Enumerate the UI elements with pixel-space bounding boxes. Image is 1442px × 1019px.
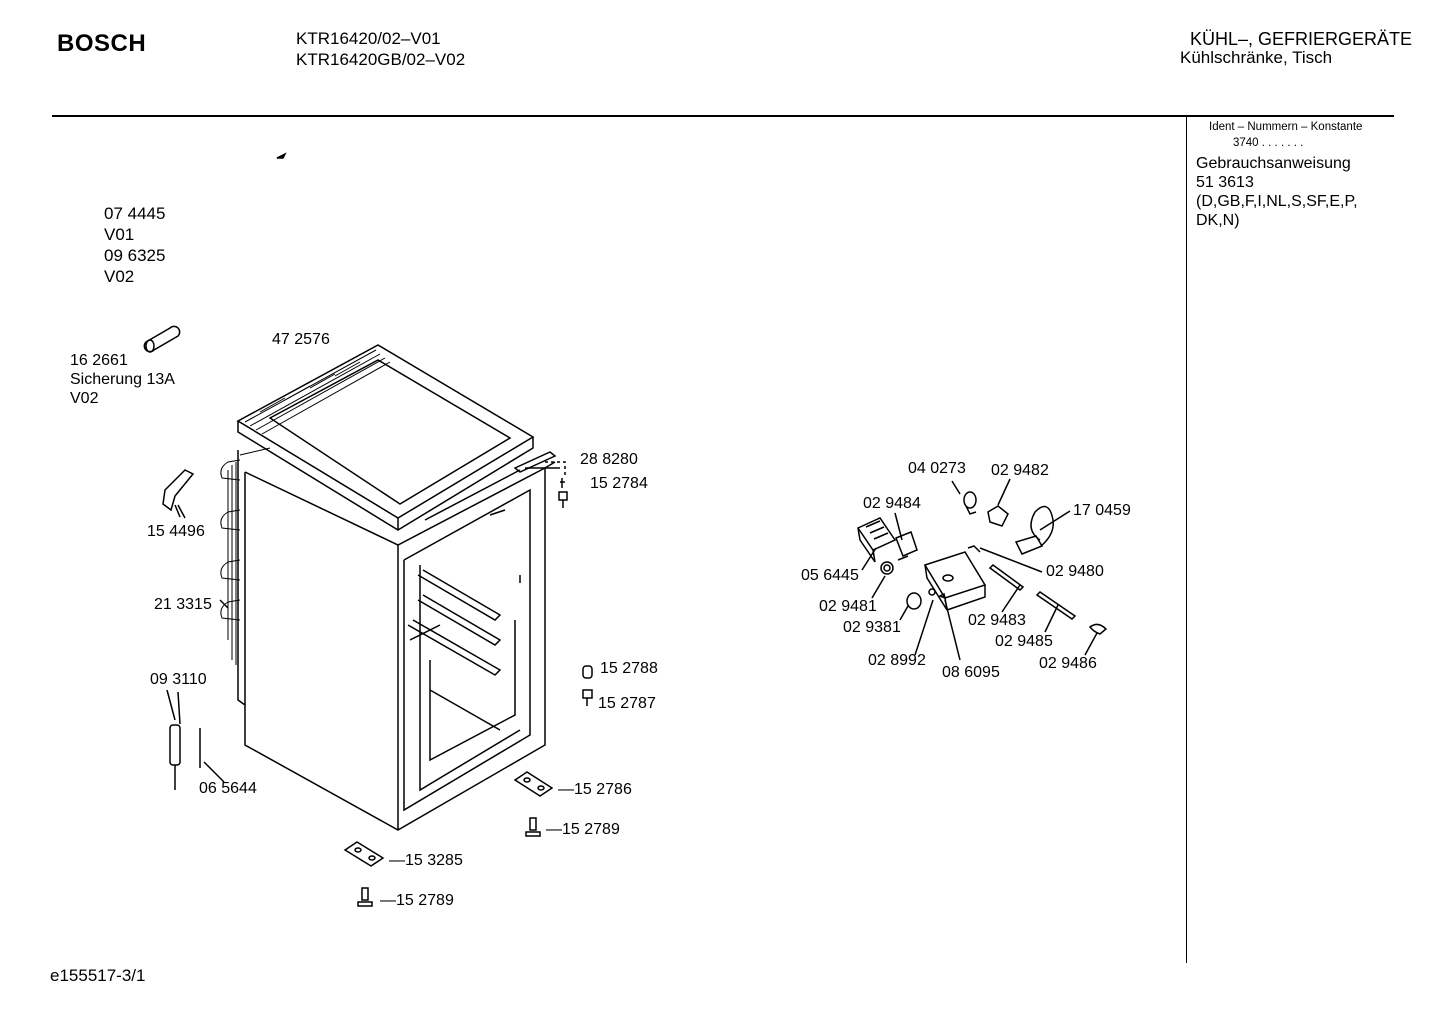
- brand-logo: BOSCH: [57, 30, 147, 57]
- category-title: KÜHL–, GEFRIERGERÄTE: [1189, 29, 1412, 49]
- model-number-v02: KTR16420GB/02–V02: [296, 50, 466, 69]
- bracket-029484-drawing: [895, 531, 918, 561]
- hinge-pin-drawing: [582, 665, 593, 706]
- label-029485: 02 9485: [995, 633, 1053, 650]
- manual-languages-1: (D,GB,F,I,NL,S,SF,E,P,: [1196, 193, 1358, 210]
- manual-number: 51 3613: [1196, 174, 1254, 191]
- label-029484: 02 9484: [863, 495, 921, 512]
- label-065644: 06 5644: [199, 780, 257, 797]
- label-086095: 08 6095: [942, 664, 1000, 681]
- left-number-2: 09 6325: [104, 246, 166, 265]
- manual-label: Gebrauchsanweisung: [1196, 155, 1351, 172]
- label-029482: 02 9482: [991, 462, 1049, 479]
- knob-drawing: [880, 561, 947, 610]
- fuse-number: 16 2661: [70, 352, 128, 369]
- label-472576: 47 2576: [272, 331, 330, 348]
- label-029486: 02 9486: [1039, 655, 1097, 672]
- left-version-1: V01: [104, 225, 135, 244]
- foot-screw-drawing: [357, 817, 541, 907]
- label-029480: 02 9480: [1046, 563, 1104, 580]
- screw-152784-drawing: [558, 478, 568, 508]
- cap-drawing: [1088, 623, 1108, 635]
- cabinet-drawing: [237, 450, 556, 831]
- clip-drawing: [162, 469, 195, 518]
- label-152789-a: —15 2789: [546, 821, 620, 838]
- label-029483: 02 9483: [968, 612, 1026, 629]
- header-divider: [52, 115, 1394, 117]
- manual-languages-2: DK,N): [1196, 212, 1240, 229]
- category-subtitle: Kühlschränke, Tisch: [1180, 48, 1333, 67]
- lamp-holder-drawing: [987, 505, 1009, 527]
- foot-plate-drawing: [343, 771, 554, 867]
- rod-drawing: [967, 545, 1077, 620]
- label-213315: 21 3315: [154, 596, 212, 613]
- worktop-vents: [244, 349, 391, 435]
- label-152786: —15 2786: [558, 781, 632, 798]
- fuse-name: Sicherung 13A: [70, 371, 175, 388]
- control-box-drawing: [923, 551, 987, 611]
- condenser-coil-drawing: [220, 447, 271, 665]
- label-154496: 15 4496: [147, 523, 205, 540]
- label-029481: 02 9481: [819, 598, 877, 615]
- left-version-2: V02: [104, 267, 135, 286]
- label-029381: 02 9381: [843, 619, 901, 636]
- label-152784: 15 2784: [590, 475, 648, 492]
- document-code: e155517-3/1: [50, 966, 146, 985]
- thermostat-housing-drawing: [856, 517, 897, 563]
- label-170459: 17 0459: [1073, 502, 1131, 519]
- fuse-drawing: [143, 325, 181, 353]
- label-153285: —15 3285: [389, 852, 463, 869]
- label-093110: 09 3110: [150, 671, 207, 688]
- label-028992: 02 8992: [868, 652, 926, 669]
- sidebar-divider: [1186, 117, 1187, 963]
- worktop-drawing: [236, 344, 535, 531]
- label-056445: 05 6445: [801, 567, 859, 584]
- capillary-drawing: [1014, 505, 1054, 555]
- label-288280: 28 8280: [580, 451, 638, 468]
- bracket-drawing: [513, 451, 566, 476]
- fuse-version: V02: [70, 390, 99, 407]
- label-152789-b: —15 2789: [380, 892, 454, 909]
- ident-title: Ident – Nummern – Konstante: [1209, 121, 1363, 133]
- label-040273: 04 0273: [908, 460, 966, 477]
- model-number-v01: KTR16420/02–V01: [296, 29, 441, 48]
- ident-value: 3740 . . . . . . .: [1233, 137, 1304, 149]
- cable-drawing: [166, 689, 225, 790]
- lamp-drawing: [963, 491, 977, 515]
- small-mark: [276, 152, 287, 159]
- left-number-1: 07 4445: [104, 204, 166, 223]
- label-152788: 15 2788: [600, 660, 658, 677]
- label-152787: 15 2787: [598, 695, 656, 712]
